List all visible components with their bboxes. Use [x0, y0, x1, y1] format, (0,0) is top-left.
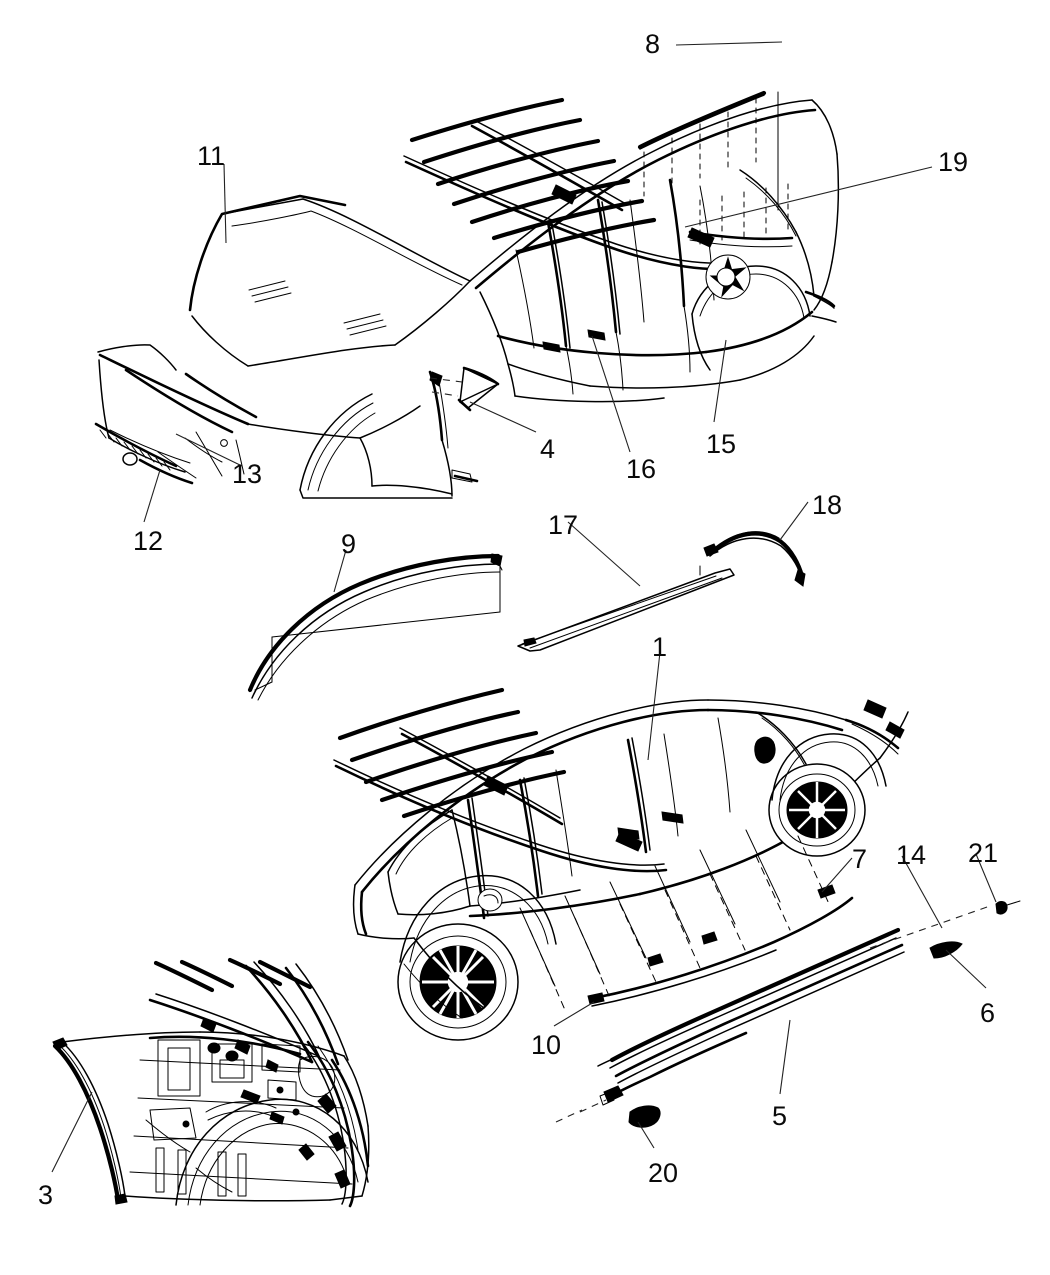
detached-belt-molding-17 — [517, 565, 735, 652]
callout-19[interactable]: 19 — [938, 147, 969, 177]
callout-7[interactable]: 7 — [852, 844, 868, 874]
callout-12[interactable]: 12 — [133, 526, 164, 556]
upper-vehicle-view — [94, 90, 840, 499]
callout-18[interactable]: 18 — [812, 490, 843, 520]
callout-21[interactable]: 21 — [968, 838, 999, 868]
detached-roof-molding-9 — [247, 553, 503, 701]
callout-5[interactable]: 5 — [772, 1101, 788, 1131]
callout-8[interactable]: 8 — [645, 29, 661, 59]
rear-wheel — [397, 874, 557, 1041]
callout-6[interactable]: 6 — [980, 998, 996, 1028]
callout-20[interactable]: 20 — [648, 1158, 679, 1188]
callout-1[interactable]: 1 — [652, 632, 668, 662]
leader-lines — [51, 41, 997, 1173]
callout-4[interactable]: 4 — [540, 434, 556, 464]
callout-15[interactable]: 15 — [706, 429, 737, 459]
detached-arch-molding-18 — [703, 531, 806, 587]
callout-14[interactable]: 14 — [896, 840, 927, 870]
callout-11[interactable]: 11 — [197, 141, 226, 171]
callout-3[interactable]: 3 — [38, 1180, 54, 1210]
callout-16[interactable]: 16 — [626, 454, 657, 484]
rear-quarter-panel-view — [52, 957, 370, 1208]
detached-sill-moldings — [555, 900, 1021, 1128]
callout-10[interactable]: 10 — [531, 1030, 562, 1060]
callout-9[interactable]: 9 — [341, 529, 357, 559]
lower-vehicle-view — [333, 687, 909, 1041]
callout-17[interactable]: 17 — [548, 510, 579, 540]
front-wheel — [768, 733, 887, 857]
callout-13[interactable]: 13 — [232, 459, 263, 489]
